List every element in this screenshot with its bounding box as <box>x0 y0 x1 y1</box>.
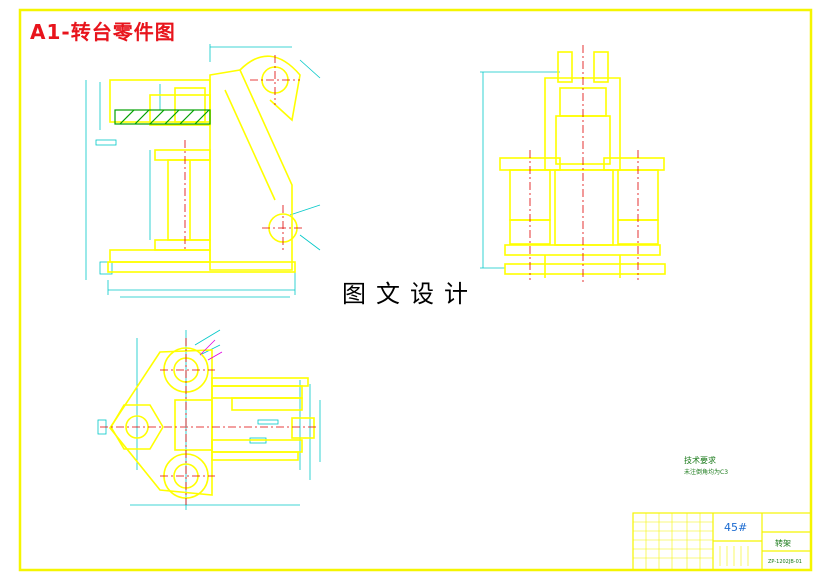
title-block-drawing-code: ZP-1202JB-01 <box>768 559 802 565</box>
side-view <box>480 45 666 285</box>
title-block-part-name: 转架 <box>775 539 791 548</box>
front-view <box>85 44 321 298</box>
top-view-outline <box>109 347 315 499</box>
side-view-outline <box>499 51 666 278</box>
top-view-centerlines <box>100 338 318 505</box>
top-view-leaders <box>199 339 223 361</box>
title-block <box>632 512 812 571</box>
side-view-centerlines <box>529 45 639 285</box>
front-view-dimensions <box>85 44 321 298</box>
side-view-dimensions <box>480 71 560 269</box>
technical-requirements-title: 技术要求 <box>684 456 716 465</box>
technical-requirements-text: 未注倒角均为C3 <box>684 469 729 476</box>
sheet-border <box>18 8 813 572</box>
top-view <box>97 329 321 510</box>
title-block-material: 45# <box>724 521 748 534</box>
top-view-dimensions <box>97 329 321 510</box>
front-view-outline <box>107 55 301 273</box>
front-view-centerlines <box>184 55 305 250</box>
drawing-title: A1-转台零件图 <box>30 20 176 44</box>
watermark-text: 图文设计 <box>338 274 482 309</box>
front-view-hatching <box>114 109 211 125</box>
